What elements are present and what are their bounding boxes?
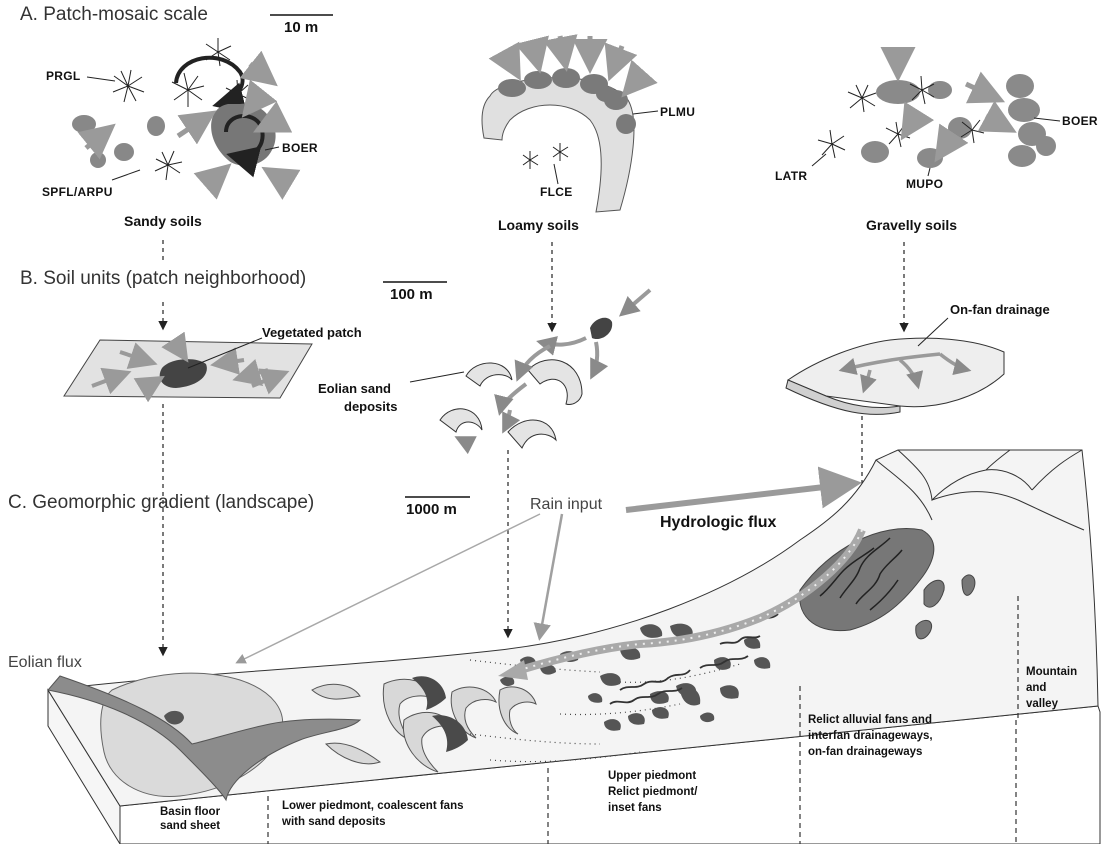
zone-lower-piedmont-line2: with sand deposits: [282, 816, 386, 829]
zone-relict-fans-line2: interfan drainageways,: [808, 730, 933, 743]
boer-right-leader: [1034, 118, 1060, 121]
spfl-patches: [72, 115, 165, 168]
eolian-sand-label-line2: deposits: [344, 400, 397, 415]
section-b-title: B. Soil units (patch neighborhood): [20, 268, 306, 289]
soil-sandy: Sandy soils: [124, 214, 202, 230]
prgl-shrub: [113, 70, 144, 102]
species-plmu: PLMU: [660, 106, 695, 119]
section-a-scale: 10 m: [284, 20, 318, 37]
species-mupo: MUPO: [906, 178, 943, 191]
species-flce: FLCE: [540, 186, 573, 199]
section-c-scale: 1000 m: [406, 502, 457, 519]
zone-upper-piedmont-line3: inset fans: [608, 802, 662, 815]
species-boer-right: BOER: [1062, 115, 1098, 128]
sandy-neighborhood: [64, 338, 312, 398]
zone-mountain-line2: and: [1026, 682, 1046, 695]
species-boer-left: BOER: [282, 142, 318, 155]
eolian-flux-label: Eolian flux: [8, 654, 82, 672]
section-b-scale: 100 m: [390, 287, 433, 304]
soil-gravelly: Gravelly soils: [866, 218, 957, 234]
spfl-leader: [112, 170, 140, 180]
latr-leader: [812, 154, 826, 166]
gravelly-flux-arrows: [898, 52, 1008, 154]
loamy-neighborhood: [410, 290, 650, 448]
gravelly-grass-patches: [861, 74, 1056, 168]
prgl-leader: [87, 77, 115, 81]
on-fan-drainage-label: On-fan drainage: [950, 303, 1050, 318]
hydrologic-flux-arrow: [626, 484, 850, 510]
rain-input-label: Rain input: [530, 496, 602, 514]
soil-loamy: Loamy soils: [498, 218, 579, 234]
zone-lower-piedmont-line1: Lower piedmont, coalescent fans: [282, 800, 463, 813]
rain-input-arrow: [540, 514, 562, 636]
vegetated-patch-label: Vegetated patch: [262, 326, 362, 341]
flce-plants: [523, 143, 568, 169]
zone-upper-piedmont-line1: Upper piedmont: [608, 770, 696, 783]
zone-basin-floor-line1: Basin floor: [160, 806, 220, 819]
zone-relict-fans-line3: on-fan drainageways: [808, 746, 922, 759]
section-c-title: C. Geomorphic gradient (landscape): [8, 492, 314, 513]
eolian-sand-label-line1: Eolian sand: [318, 382, 391, 397]
species-prgl: PRGL: [46, 70, 81, 83]
species-spfl-arpu: SPFL/ARPU: [42, 186, 113, 199]
zone-relict-fans-line1: Relict alluvial fans and: [808, 714, 932, 727]
gravelly-patch-mosaic: [812, 52, 1060, 176]
zone-upper-piedmont-line2: Relict piedmont/: [608, 786, 697, 799]
hydrologic-flux-label: Hydrologic flux: [660, 514, 776, 532]
sandy-patch-mosaic: [72, 38, 290, 184]
zone-basin-floor-line2: sand sheet: [160, 820, 220, 833]
zone-mountain-line1: Mountain: [1026, 666, 1077, 679]
species-latr: LATR: [775, 170, 807, 183]
flce-leader: [554, 164, 558, 184]
zone-mountain-line3: valley: [1026, 698, 1058, 711]
eolian-flux-arrow: [238, 514, 540, 662]
plmu-leader: [633, 111, 658, 114]
mupo-leader: [928, 168, 930, 176]
gravelly-neighborhood: [786, 318, 1004, 414]
section-a-title: A. Patch-mosaic scale: [20, 4, 208, 25]
